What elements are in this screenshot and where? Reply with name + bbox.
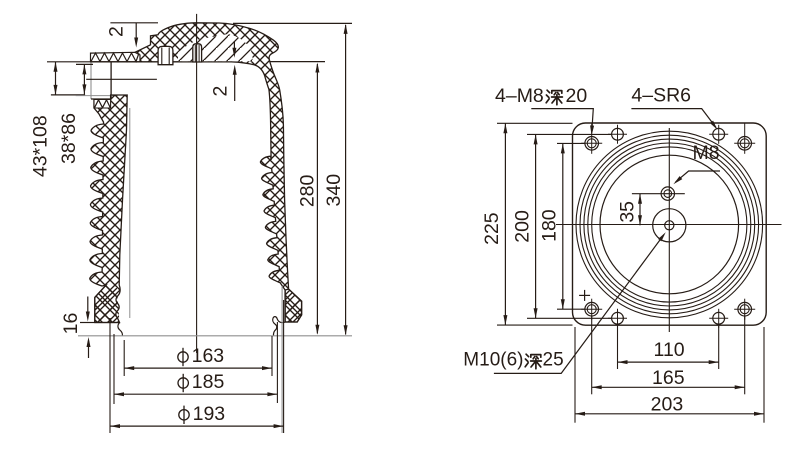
svg-text:35: 35 xyxy=(616,201,638,223)
svg-text:M10(6): M10(6) xyxy=(463,349,523,370)
svg-text:280: 280 xyxy=(297,174,319,207)
svg-text:180: 180 xyxy=(539,209,561,242)
svg-text:340: 340 xyxy=(323,174,345,207)
svg-text:2: 2 xyxy=(106,26,128,37)
svg-text:225: 225 xyxy=(481,212,503,245)
svg-text:193: 193 xyxy=(193,403,226,425)
svg-text:165: 165 xyxy=(652,367,685,389)
svg-text:M8: M8 xyxy=(692,142,719,164)
svg-text:38*86: 38*86 xyxy=(58,113,80,164)
svg-text:4–M8: 4–M8 xyxy=(495,85,544,107)
svg-text:203: 203 xyxy=(651,393,684,415)
svg-text:4–SR6: 4–SR6 xyxy=(631,84,691,106)
svg-text:16: 16 xyxy=(60,313,82,335)
svg-text:185: 185 xyxy=(192,371,225,393)
svg-text:20: 20 xyxy=(566,85,588,107)
svg-text:43*108: 43*108 xyxy=(30,115,52,177)
svg-text:2: 2 xyxy=(209,86,231,97)
svg-text:110: 110 xyxy=(654,339,685,361)
svg-text:163: 163 xyxy=(192,345,225,367)
svg-text:200: 200 xyxy=(512,210,534,243)
svg-text:25: 25 xyxy=(543,349,564,370)
